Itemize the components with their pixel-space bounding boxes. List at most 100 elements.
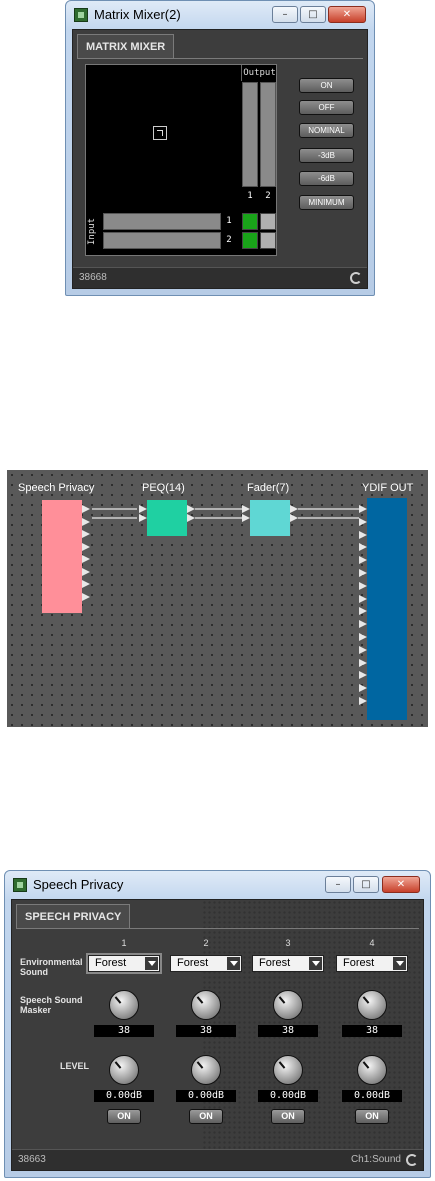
- ydif-input-port[interactable]: [359, 530, 367, 539]
- ydif-input-port[interactable]: [359, 620, 367, 629]
- on-button-1[interactable]: ON: [107, 1109, 141, 1124]
- environmental-sound-select-3[interactable]: Forest: [252, 955, 324, 972]
- ydif-input-port[interactable]: [359, 556, 367, 565]
- maximize-button[interactable]: □: [300, 6, 326, 23]
- level-value-2: 0.00dB: [176, 1090, 236, 1102]
- masker-value-2: 38: [176, 1025, 236, 1037]
- chevron-down-icon[interactable]: [145, 957, 158, 970]
- level-knob-1[interactable]: [109, 1055, 139, 1085]
- refresh-icon[interactable]: [406, 1154, 418, 1166]
- tab-speech-privacy[interactable]: SPEECH PRIVACY: [16, 904, 131, 929]
- environmental-sound-select-2[interactable]: Forest: [170, 955, 242, 972]
- crosspoint-in1-out1[interactable]: [242, 213, 258, 230]
- peq-output-port[interactable]: [187, 505, 195, 513]
- sp-output-port[interactable]: [82, 542, 90, 551]
- ydif-out-block[interactable]: [367, 498, 407, 720]
- level-knob-2[interactable]: [191, 1055, 221, 1085]
- ydif-input-port[interactable]: [359, 671, 367, 680]
- on-button-2[interactable]: ON: [189, 1109, 223, 1124]
- crosspoint-in2-out1[interactable]: [242, 232, 258, 249]
- masker-knob-1[interactable]: [109, 990, 139, 1020]
- output-meter-1: [242, 82, 258, 187]
- chevron-down-icon[interactable]: [393, 957, 406, 970]
- ydif-input-port[interactable]: [359, 645, 367, 654]
- off-button[interactable]: OFF: [299, 100, 354, 115]
- ydif-input-port[interactable]: [359, 543, 367, 552]
- signal-flow-diagram: Speech Privacy PEQ(14) Fader(7) YDIF OUT: [7, 470, 428, 727]
- peq-input-port[interactable]: [139, 505, 147, 513]
- wires: [92, 508, 359, 519]
- minimum-button[interactable]: MINIMUM: [299, 195, 354, 210]
- chevron-down-icon[interactable]: [309, 957, 322, 970]
- status-bar: 38663 Ch1:Sound: [12, 1149, 423, 1170]
- level-value-1: 0.00dB: [94, 1090, 154, 1102]
- ydif-input-port[interactable]: [359, 569, 367, 577]
- on-button-4[interactable]: ON: [355, 1109, 389, 1124]
- minimize-button[interactable]: –: [272, 6, 298, 23]
- title-bar[interactable]: Matrix Mixer(2) – □ ✕: [66, 1, 374, 29]
- fader-input-port[interactable]: [242, 505, 250, 513]
- environmental-sound-value: Forest: [343, 957, 375, 969]
- ydif-input-port[interactable]: [359, 697, 367, 705]
- window-title: Speech Privacy: [33, 877, 124, 892]
- ydif-input-port[interactable]: [359, 607, 367, 616]
- nominal-button[interactable]: NOMINAL: [299, 123, 354, 138]
- masker-value-4: 38: [342, 1025, 402, 1037]
- sp-output-port[interactable]: [82, 580, 90, 588]
- output-number-1: 1: [247, 191, 253, 201]
- status-bar: 38668: [73, 267, 367, 288]
- on-button-3[interactable]: ON: [271, 1109, 305, 1124]
- fader-output-port[interactable]: [290, 505, 298, 513]
- crosspoint-in1-out2[interactable]: [260, 213, 276, 230]
- ydif-input-port[interactable]: [359, 684, 367, 693]
- fader-output-port[interactable]: [290, 514, 298, 522]
- speech-masker-label: Speech Sound Masker: [20, 995, 83, 1015]
- level-label: LEVEL: [60, 1061, 90, 1071]
- refresh-icon[interactable]: [350, 272, 362, 284]
- peq-output-port[interactable]: [187, 514, 195, 522]
- minus-3db-button[interactable]: -3dB: [299, 148, 354, 163]
- speech-privacy-block[interactable]: [42, 500, 82, 613]
- on-button[interactable]: ON: [299, 78, 354, 93]
- ydif-out-label: YDIF OUT: [362, 482, 414, 494]
- peq-input-port[interactable]: [139, 514, 147, 522]
- level-knob-3[interactable]: [273, 1055, 303, 1085]
- app-icon: [74, 8, 88, 22]
- expand-icon[interactable]: [153, 126, 167, 140]
- minus-6db-button[interactable]: -6dB: [299, 171, 354, 186]
- peq-block[interactable]: [147, 500, 187, 536]
- chevron-down-icon[interactable]: [227, 957, 240, 970]
- speech-privacy-client: SPEECH PRIVACY Environmental Sound Speec…: [11, 899, 424, 1171]
- close-button[interactable]: ✕: [328, 6, 366, 23]
- sp-output-port[interactable]: [82, 567, 90, 576]
- ydif-input-port[interactable]: [359, 658, 367, 667]
- sp-output-port[interactable]: [82, 555, 90, 563]
- environmental-sound-label: Environmental Sound: [20, 957, 83, 977]
- environmental-sound-select-4[interactable]: Forest: [336, 955, 408, 972]
- maximize-button[interactable]: □: [353, 876, 379, 893]
- fader-block[interactable]: [250, 500, 290, 536]
- ydif-input-port[interactable]: [359, 594, 367, 603]
- fader-input-port[interactable]: [242, 514, 250, 522]
- masker-knob-4[interactable]: [357, 990, 387, 1020]
- level-knob-4[interactable]: [357, 1055, 387, 1085]
- ydif-input-port[interactable]: [359, 505, 367, 513]
- title-bar[interactable]: Speech Privacy – □ ✕: [5, 871, 430, 899]
- masker-value-3: 38: [258, 1025, 318, 1037]
- ydif-input-port[interactable]: [359, 581, 367, 590]
- environmental-sound-select-1[interactable]: Forest: [86, 953, 162, 974]
- sp-output-port[interactable]: [82, 505, 90, 513]
- tab-matrix-mixer[interactable]: MATRIX MIXER: [77, 34, 175, 59]
- sp-output-port[interactable]: [82, 517, 90, 526]
- masker-knob-2[interactable]: [191, 990, 221, 1020]
- input-label: Input: [87, 217, 97, 245]
- level-value-4: 0.00dB: [342, 1090, 402, 1102]
- sp-output-port[interactable]: [82, 592, 90, 601]
- minimize-button[interactable]: –: [325, 876, 351, 893]
- ydif-input-port[interactable]: [359, 517, 367, 526]
- ydif-input-port[interactable]: [359, 633, 367, 641]
- close-button[interactable]: ✕: [382, 876, 420, 893]
- sp-output-port[interactable]: [82, 530, 90, 538]
- crosspoint-in2-out2[interactable]: [260, 232, 276, 249]
- masker-knob-3[interactable]: [273, 990, 303, 1020]
